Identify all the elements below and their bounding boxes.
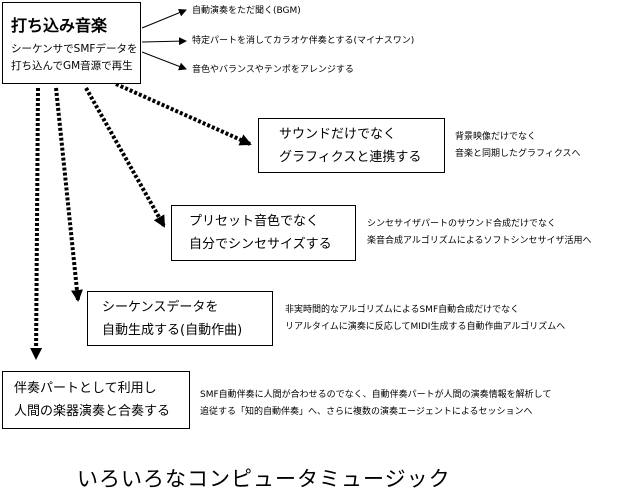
node-synthesis-line2: 自分でシンセサイズする	[189, 237, 332, 252]
use-arrow-2	[141, 37, 187, 46]
node-accompaniment: 伴奏パートとして利用し 人間の楽器演奏と合奏する	[2, 371, 190, 429]
dotted-arrow-composition	[54, 87, 83, 302]
dotted-arrow-graphics	[115, 82, 252, 146]
node-composition: シーケンスデータを 自動生成する(自動作曲)	[87, 291, 273, 346]
node-synthesis: プリセット音色でなく 自分でシンセサイズする	[171, 205, 356, 261]
note-graphics-1: 背景映像だけでなく	[455, 132, 537, 142]
note-composition-2: リアルタイムに演奏に反応してMIDI生成する自動作曲アルゴリズムへ	[285, 322, 566, 332]
node-accompaniment-line1: 伴奏パートとして利用し	[14, 381, 157, 396]
node-graphics: サウンドだけでなく グラフィクスと連携する	[258, 118, 445, 173]
use-arrow-3	[141, 51, 187, 71]
use-bgm: 自動演奏をただ聞く(BGM)	[192, 6, 301, 16]
dotted-arrow-accompaniment	[30, 87, 43, 360]
node-composition-line1: シーケンスデータを	[102, 300, 219, 315]
use-minus-one: 特定パートを消してカラオケ伴奏とする(マイナスワン)	[192, 36, 415, 46]
note-accompaniment-1: SMF自動伴奏に人間が合わせるのでなく、自動伴奏パートが人間の演奏情報を解析して	[200, 390, 552, 400]
note-synthesis-1: シンセサイザパートのサウンド合成だけでなく	[367, 219, 557, 229]
node-synthesis-line1: プリセット音色でなく	[189, 214, 320, 229]
diagram-title: いろいろなコンピュータミュージック	[77, 467, 451, 491]
origin-desc-line2: 打ち込んでGM音源で再生	[11, 60, 133, 72]
note-accompaniment-2: 追従する「知的自動伴奏」へ、さらに複数の演奏エージェントによるセッションへ	[200, 407, 533, 417]
origin-desc-line1: シーケンサでSMFデータを	[11, 43, 138, 55]
origin-title: 打ち込み音楽	[11, 16, 108, 35]
note-synthesis-2: 楽音合成アルゴリズムによるソフトシンセサイザ活用へ	[367, 236, 592, 246]
use-arrange: 音色やバランスやテンポをアレンジする	[192, 65, 354, 75]
note-graphics-2: 音楽と同期したグラフィクスへ	[455, 149, 581, 159]
node-accompaniment-line2: 人間の楽器演奏と合奏する	[14, 404, 171, 419]
origin-box: 打ち込み音楽 シーケンサでSMFデータを 打ち込んでGM音源で再生	[2, 2, 141, 84]
node-graphics-line1: サウンドだけでなく	[279, 127, 397, 142]
node-graphics-line2: グラフィクスと連携する	[279, 150, 422, 165]
note-composition-1: 非実時間的なアルゴリズムによるSMF自動合成だけでなく	[285, 305, 520, 315]
node-composition-line2: 自動生成する(自動作曲)	[102, 323, 243, 338]
use-arrow-1	[141, 8, 187, 29]
dotted-arrow-synth	[84, 87, 166, 228]
